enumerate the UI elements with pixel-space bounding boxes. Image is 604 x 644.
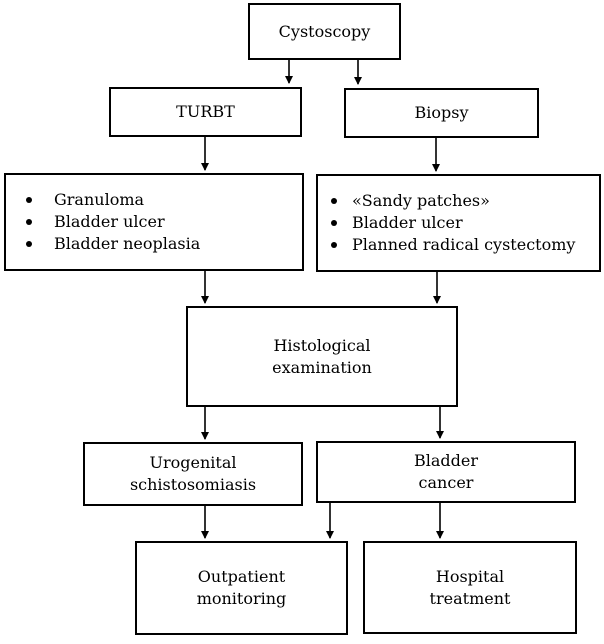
list-item: Bladder neoplasia bbox=[6, 233, 200, 255]
outpatient-box: Outpatient monitoring bbox=[135, 541, 348, 635]
list-item: Bladder ulcer bbox=[6, 211, 200, 233]
cancer-label-line2: cancer bbox=[418, 473, 474, 492]
histology-label-line2: examination bbox=[272, 357, 372, 377]
hospital-box: Hospital treatment bbox=[363, 541, 577, 634]
hospital-label-line2: treatment bbox=[429, 588, 511, 608]
biopsy-findings-list: «Sandy patches» Bladder ulcer Planned ra… bbox=[318, 190, 575, 256]
outpatient-label-line2: monitoring bbox=[196, 589, 287, 608]
turbt-box: TURBT bbox=[109, 87, 302, 137]
schisto-box: Urogenital schistosomiasis bbox=[83, 442, 303, 506]
cystoscopy-box: Cystoscopy bbox=[248, 3, 401, 60]
hospital-label-line1: Hospital bbox=[435, 566, 505, 586]
list-item: «Sandy patches» bbox=[318, 190, 575, 212]
turbt-label: TURBT bbox=[176, 102, 235, 121]
cystoscopy-label: Cystoscopy bbox=[278, 21, 371, 41]
biopsy-findings-box: «Sandy patches» Bladder ulcer Planned ra… bbox=[316, 174, 601, 272]
biopsy-label: Biopsy bbox=[414, 103, 469, 122]
schisto-label-line1: Urogenital bbox=[149, 453, 237, 472]
cancer-box: Bladder cancer bbox=[316, 441, 576, 503]
turbt-findings-list: Granuloma Bladder ulcer Bladder neoplasi… bbox=[6, 189, 200, 255]
biopsy-box: Biopsy bbox=[344, 88, 539, 138]
cancer-label-line1: Bladder bbox=[413, 451, 478, 470]
histology-label-line1: Histological bbox=[273, 335, 371, 355]
list-item: Planned radical cystectomy bbox=[318, 234, 575, 256]
outpatient-label-line1: Outpatient bbox=[197, 567, 286, 586]
list-item: Bladder ulcer bbox=[318, 212, 575, 234]
histology-box: Histological examination bbox=[186, 306, 458, 407]
turbt-findings-box: Granuloma Bladder ulcer Bladder neoplasi… bbox=[4, 173, 304, 271]
schisto-label-line2: schistosomiasis bbox=[129, 475, 257, 494]
list-item: Granuloma bbox=[6, 189, 200, 211]
